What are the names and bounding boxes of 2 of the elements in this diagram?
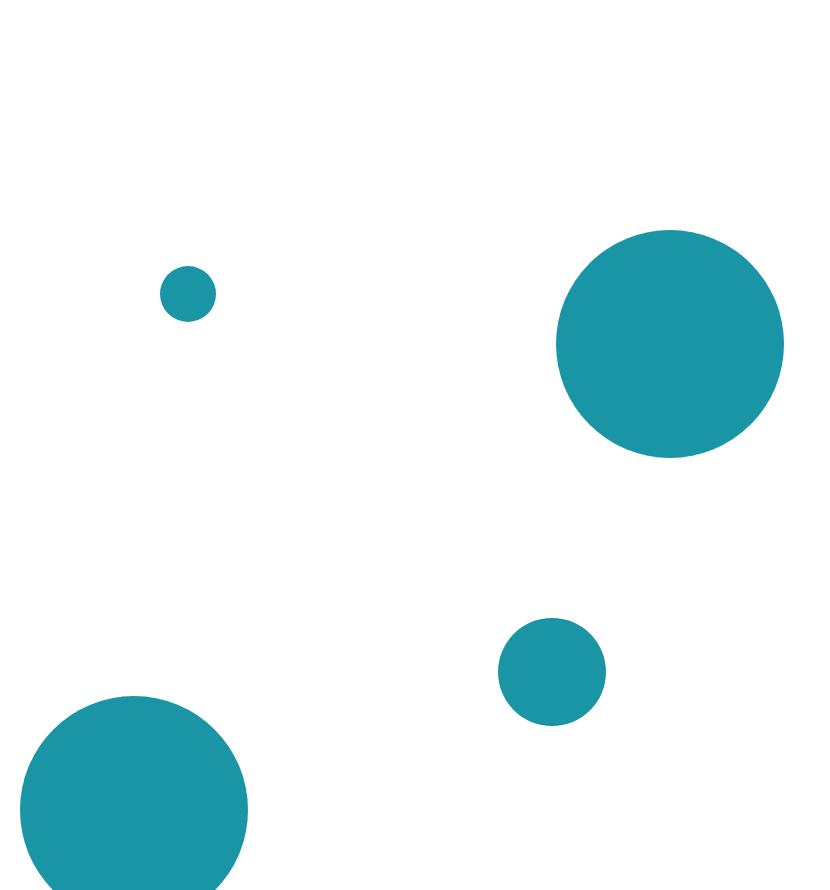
circle xyxy=(498,618,606,726)
circle xyxy=(160,266,216,322)
